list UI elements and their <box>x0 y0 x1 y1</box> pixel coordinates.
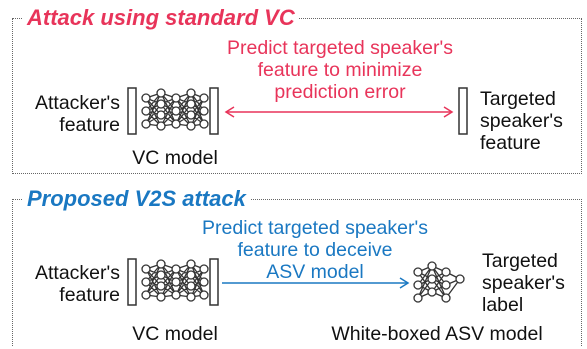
attacker-feature-label-bottom: Attacker's feature <box>20 262 120 306</box>
attacker-feature-b-line2: feature <box>59 284 120 306</box>
v2s-note-line1: Predict targeted speaker's <box>202 217 428 239</box>
attacker-feature-line2: feature <box>59 114 120 136</box>
v2s-attack-note: Predict targeted speaker's feature to de… <box>165 217 465 283</box>
targeted-label-label: Targeted speaker's label <box>482 250 582 316</box>
standard-vc-title: Attack using standard VC <box>23 5 299 31</box>
deceive-asv-arrow <box>222 277 410 289</box>
targeted-feature-line1: Targeted <box>480 88 556 110</box>
attacker-feature-label-top: Attacker's feature <box>20 92 120 136</box>
v2s-attack-title: Proposed V2S attack <box>23 186 250 212</box>
vc-network-icon-bottom <box>141 259 209 302</box>
attacker-feature-line1: Attacker's <box>35 92 120 114</box>
asv-network-icon <box>413 261 465 303</box>
targeted-feature-line2: speaker's <box>480 110 563 132</box>
targeted-label-line3: label <box>482 294 524 316</box>
attacker-feature-b-line1: Attacker's <box>35 262 120 284</box>
standard-note-line3: prediction error <box>274 81 406 103</box>
input-feature-bar-bottom <box>127 258 137 306</box>
prediction-error-arrow <box>224 106 454 118</box>
standard-vc-note: Predict targeted speaker's feature to mi… <box>180 37 500 103</box>
targeted-feature-label: Targeted speaker's feature <box>480 88 580 154</box>
standard-note-line1: Predict targeted speaker's <box>227 37 453 59</box>
targeted-feature-line3: feature <box>480 132 541 154</box>
target-feature-bar <box>458 87 468 135</box>
output-feature-bar-top <box>209 87 219 135</box>
standard-note-line2: feature to minimize <box>257 59 423 81</box>
input-feature-bar-top <box>127 87 137 135</box>
output-feature-bar-bottom <box>209 258 219 306</box>
vc-network-icon-top <box>141 88 209 131</box>
v2s-attack-panel: Proposed V2S attack <box>12 186 582 346</box>
targeted-label-line1: Targeted <box>482 250 558 272</box>
asv-model-label: White-boxed ASV model <box>331 323 543 345</box>
vc-model-label-top: VC model <box>132 147 218 169</box>
vc-model-label-bottom: VC model <box>132 323 218 345</box>
standard-vc-panel: Attack using standard VC <box>12 5 582 174</box>
v2s-note-line3: ASV model <box>266 261 364 283</box>
v2s-note-line2: feature to deceive <box>237 239 393 261</box>
targeted-label-line2: speaker's <box>482 272 565 294</box>
